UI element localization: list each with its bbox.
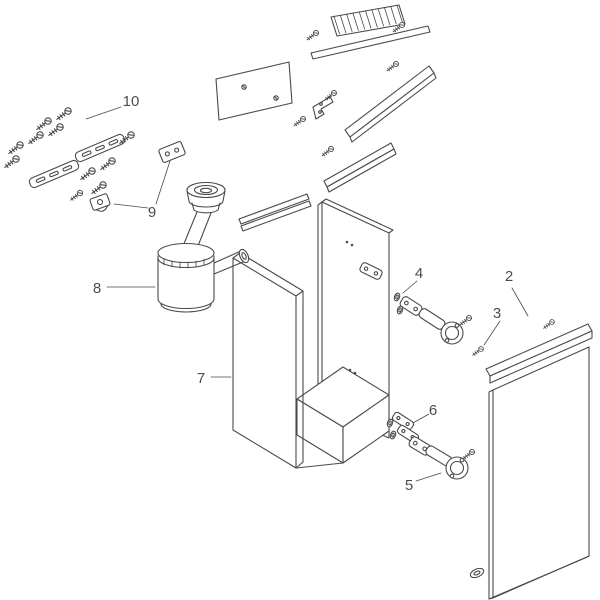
leader-9b (155, 160, 171, 205)
trap-outlet (213, 248, 250, 275)
pipe-clamp (89, 193, 111, 212)
middle-strip-board (323, 142, 397, 193)
screw (305, 28, 321, 43)
trap-cup (157, 242, 215, 313)
leader-4 (402, 280, 418, 294)
door-group (469, 318, 593, 600)
screw (46, 121, 66, 139)
screw (458, 313, 474, 328)
screw (2, 153, 22, 171)
screw (78, 165, 98, 183)
slotted-rail (28, 159, 80, 189)
leader-5 (415, 472, 442, 482)
leader-2 (511, 287, 529, 317)
callout-number-10: 10 (123, 93, 140, 110)
angle-bracket (312, 96, 334, 120)
siphon-part8 (157, 181, 250, 313)
slotted-rail (74, 133, 126, 163)
bracket-plate (158, 141, 186, 163)
side-panel (232, 252, 304, 469)
screw (320, 144, 336, 159)
callout-number-4: 4 (415, 265, 423, 282)
hinge-plate-mounted (359, 262, 383, 280)
screw (34, 115, 54, 133)
callout-number-2: 2 (505, 268, 513, 285)
screw (6, 139, 26, 157)
top-boards-group (215, 4, 437, 232)
callout-labels: 2 3 4 5 6 7 8 9 10 (93, 93, 513, 494)
side-cover-board (215, 61, 293, 121)
cabinet-body-part7 (232, 198, 394, 469)
screw-set-part10 (2, 105, 137, 197)
leader-lines (85, 106, 529, 482)
hinge-area (385, 291, 477, 480)
leader-9a (113, 203, 149, 209)
callout-number-8: 8 (93, 280, 101, 297)
leader-3 (483, 320, 501, 346)
screw (385, 59, 401, 74)
screw (541, 318, 556, 331)
callout-number-7: 7 (197, 370, 205, 387)
callout-number-6: 6 (429, 402, 437, 419)
lower-hinge-part5 (408, 436, 477, 480)
vent-grille (330, 4, 406, 37)
leader-10 (85, 106, 122, 120)
euro-screw (392, 291, 402, 303)
screw (98, 155, 118, 173)
back-rail-board (344, 65, 437, 143)
leader-6 (412, 413, 430, 424)
euro-screw (388, 429, 398, 441)
callout-number-9: 9 (148, 204, 156, 221)
callout-number-5: 5 (405, 477, 413, 494)
callout-number-3: 3 (493, 305, 501, 322)
clamp-bracket-part9 (68, 141, 186, 212)
screw (54, 105, 74, 123)
screw (292, 114, 308, 129)
door-top-strip-part3 (485, 323, 593, 384)
interior-shelf (296, 366, 390, 464)
top-rail-front (310, 25, 431, 60)
door-panel-part2 (469, 346, 590, 600)
screw (470, 345, 485, 358)
lower-profile-strip (238, 193, 312, 232)
drain-flange (186, 181, 226, 214)
door-cap-oval (469, 567, 485, 579)
screw (68, 188, 85, 203)
cabinet-bottom-edge (295, 462, 344, 469)
upper-hinge-part4 (399, 296, 474, 345)
screw (26, 129, 46, 147)
